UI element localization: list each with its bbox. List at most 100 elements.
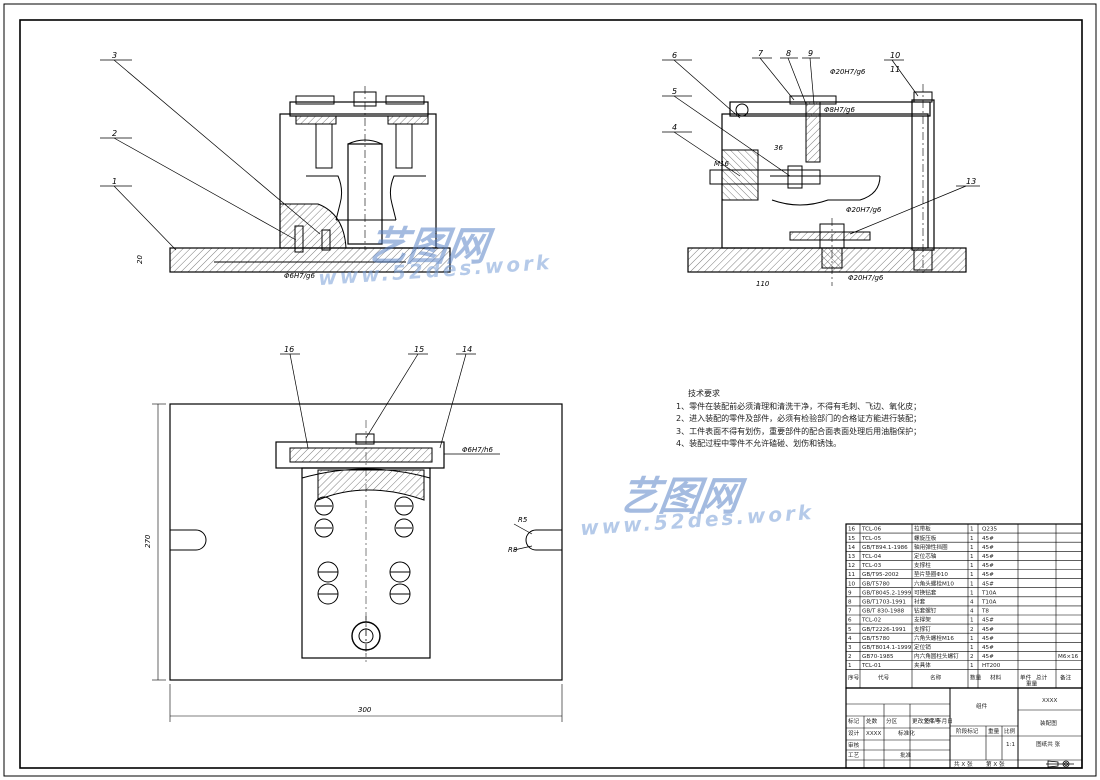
projection-symbol (1046, 760, 1074, 768)
dim-top-height: 270 (144, 534, 152, 548)
bom-cell-no: 9 (848, 590, 852, 596)
bom-cell-code: GB/T1703-1991 (862, 600, 906, 606)
tb-approve: 批准 (900, 751, 912, 759)
tech-req-item-2: 2、进入装配的零件及部件，必须有检验部门的合格证方能进行装配； (676, 414, 922, 423)
bom-cell-qty: 1 (970, 663, 974, 669)
tb-zone: 分区 (886, 717, 898, 725)
dim-side-110: 110 (756, 280, 770, 288)
bom-cell-note: M6×16 (1058, 654, 1079, 660)
bom-cell-name: 六角头螺栓M16 (914, 634, 954, 642)
bom-cell-qty: 1 (970, 581, 974, 587)
bom-cell-mat: 45# (982, 536, 994, 542)
tb-sheet-num: 第 X 张 (986, 760, 1005, 768)
tech-req-title: 技术要求 (688, 389, 720, 398)
bom-cell-qty: 4 (970, 600, 974, 606)
balloon-13: 13 (966, 177, 976, 186)
dim-side-fit-top: Φ20H7/g6 (830, 68, 866, 76)
dim-side-fit-bottom: Φ20H7/g6 (848, 274, 884, 282)
dim-top-r8: R8 (508, 546, 518, 554)
bom-cell-code: GB/T8014.1-1999 (862, 645, 912, 651)
bom-header-total: 总计 (1036, 674, 1048, 682)
tb-check: 审核 (848, 741, 860, 749)
bom-cell-no: 4 (848, 636, 852, 642)
bom-cell-name: 拉带板 (914, 525, 931, 533)
tech-req-item-3: 3、工件表面不得有划伤，重要部件的配合面表面处理后用油脂保护； (676, 426, 922, 436)
bom-cell-name: 夹具体 (914, 661, 931, 669)
bom-cell-code: TCL-03 (861, 563, 882, 569)
tb-stage: 阶段标记 (956, 727, 979, 735)
bom-cell-code: GB/T95-2002 (862, 572, 899, 578)
balloon-15: 15 (414, 345, 424, 354)
tb-process: 工艺 (848, 752, 860, 759)
dim-side-fit-mid: Φ20H7/g6 (846, 206, 882, 214)
inner-border (19, 19, 1083, 769)
tb-company: 组件 (976, 702, 988, 710)
tb-scale: 比例 (1004, 727, 1016, 735)
title-block (845, 687, 1083, 769)
bom-cell-qty: 1 (970, 645, 974, 651)
dim-side-fit-small: Φ8H7/g6 (824, 106, 855, 114)
tech-req-item-1: 1、零件在装配前必须清理和清洗干净，不得有毛刺、飞边、氧化皮； (676, 401, 922, 411)
bom-cell-mat: T10A (981, 590, 997, 596)
bom-cell-no: 14 (848, 545, 856, 551)
bom-header-unit: 单件 (1020, 674, 1032, 682)
balloon-4: 4 (672, 123, 677, 132)
bom-cell-name: 定位销 (914, 643, 931, 651)
balloon-10: 10 (890, 51, 900, 60)
bom-cell-qty: 1 (970, 572, 974, 578)
bom-header-name: 名称 (930, 674, 942, 682)
tb-count: 处数 (866, 717, 878, 725)
bom-header-no: 序号 (848, 674, 860, 682)
bom-table (845, 523, 1083, 689)
bom-cell-qty: 1 (970, 590, 974, 596)
dim-side-m16: M16 (714, 160, 729, 168)
bom-cell-mat: 45# (982, 581, 994, 587)
bom-cell-name: 可换钻套 (914, 588, 937, 596)
balloon-3: 3 (112, 51, 117, 60)
bom-cell-no: 16 (848, 527, 856, 533)
bom-cell-name: 轴用弹性挡圈 (914, 543, 948, 551)
tb-scale-value: 1:1 (1006, 742, 1015, 748)
balloon-14: 14 (462, 345, 472, 354)
balloon-9: 9 (808, 49, 813, 58)
bom-cell-no: 12 (848, 563, 855, 569)
outer-border (3, 3, 1097, 777)
bom-cell-code: GB/T5780 (862, 636, 890, 642)
bom-header-note: 备注 (1060, 674, 1072, 682)
balloon-11: 11 (890, 65, 900, 74)
bom-cell-code: TCL-01 (861, 663, 882, 669)
tb-code: XXXX (1042, 698, 1057, 704)
top-view (152, 403, 563, 722)
bom-cell-mat: 45# (982, 554, 994, 560)
tb-design-name: XXXX (866, 731, 881, 737)
bom-cell-mat: 45# (982, 636, 994, 642)
bom-cell-code: TCL-05 (861, 536, 882, 542)
balloon-6: 6 (672, 51, 677, 60)
bom-cell-name: 垫片垫圈Φ10 (914, 570, 948, 578)
bom-cell-mat: T10A (981, 600, 997, 606)
tb-change-doc: 更改文件号 (912, 717, 940, 725)
bom-cell-mat: 45# (982, 645, 994, 651)
bom-cell-no: 8 (848, 600, 852, 606)
bom-cell-mat: 45# (982, 545, 994, 551)
bom-cell-qty: 1 (970, 554, 974, 560)
bom-cell-name: 钻套螺钉 (914, 607, 937, 615)
tb-weight: 重量 (988, 727, 1000, 735)
bom-cell-mat: T8 (981, 609, 989, 615)
bom-cell-no: 2 (848, 654, 852, 660)
tb-mark: 标记 (848, 717, 860, 725)
bom-cell-code: GB/T894.1-1986 (862, 545, 908, 551)
bom-cell-code: TCL-04 (861, 554, 882, 560)
bom-cell-name: 支撑柱 (914, 561, 931, 569)
bom-cell-qty: 1 (970, 618, 974, 624)
technical-requirements: 技术要求 1、零件在装配前必须清理和清洗干净，不得有毛刺、飞边、氧化皮； 2、进… (676, 388, 1006, 451)
bom-cell-qty: 4 (970, 609, 974, 615)
bom-cell-name: 支撑架 (914, 616, 931, 624)
bom-cell-name: 定位芯轴 (914, 552, 937, 560)
bom-cell-qty: 1 (970, 527, 974, 533)
bom-header-mat: 材料 (990, 674, 1002, 682)
bom-cell-mat: HT200 (982, 663, 1001, 669)
bom-cell-code: TCL-06 (861, 527, 882, 533)
bom-cell-name: 衬套 (914, 598, 926, 606)
